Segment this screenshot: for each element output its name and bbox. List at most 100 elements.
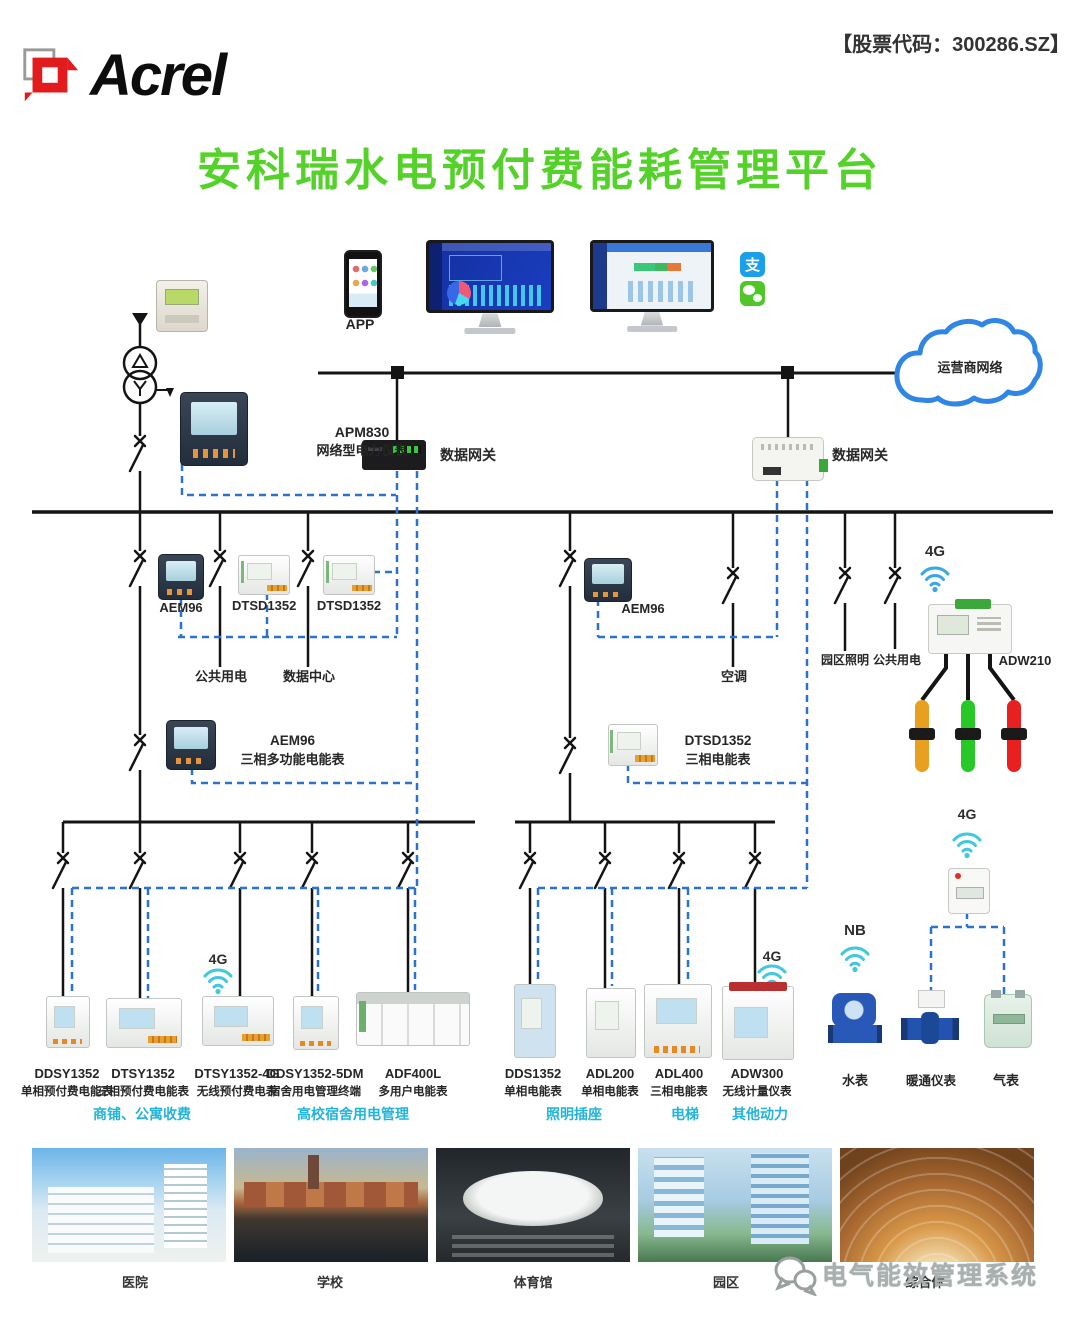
device-lcd [734,1007,769,1038]
ddsy1352-5dm-device [293,996,339,1050]
screen-bars [628,281,694,303]
device-stripe [325,560,329,583]
building-shape [47,1186,155,1253]
dtsd-1-label: DTSD1352 [232,598,297,613]
meter-dial [832,993,876,1027]
ct-probe-red [1001,700,1027,772]
alipay-icon: 支 [740,252,765,277]
logo-text: Acrel [90,43,227,108]
meter-desc: 单相电能表 [581,1085,639,1098]
stock-code: 【股票代码：300286.SZ】 [832,34,1070,56]
device-terminals [351,584,372,591]
building-photo-stadium [436,1148,630,1262]
adw210-label: ADW210 [998,653,1052,668]
wifi-icon-collector [952,832,982,860]
probe-clamp [955,728,981,740]
watermark-text: 电气能效管理系统 [822,1262,1039,1290]
cloud-shape [894,318,1043,407]
meter-desc: 宿舍用电管理终端 [269,1085,361,1098]
meter-label-adl200: ADL200 单相电能表 [555,1066,665,1100]
screen-pie [447,280,472,305]
wechat-watermark-icon [774,1256,817,1296]
device-lcd [214,1005,249,1027]
meter-model: DDSY1352-5DM [266,1066,364,1081]
device-buttons [175,758,207,765]
aem96-device-1 [158,554,204,600]
meter-label-adw300: ADW300 无线计量仪表 [702,1066,812,1100]
screen-bars [448,285,544,306]
data-gateway-right-device [752,437,828,481]
wifi-icon-dtsy4g [203,968,233,996]
building-label-complex: 综合体 [905,1275,945,1290]
building-label-stadium: 体育馆 [513,1275,553,1290]
building-photo-complex [840,1148,1034,1262]
meter-label-adf400l: ADF400L 多用户电能表 [358,1066,468,1100]
gateway-vents [761,444,815,450]
device-terminals [266,584,287,591]
meter-desc: 单相电能表 [504,1085,562,1098]
device-terminals [654,1045,701,1053]
aem96-device-2 [584,558,632,602]
gateway-led [368,447,382,451]
category-elevator: 电梯 [671,1106,699,1122]
device-desc: 三相多功能电能表 [240,751,345,767]
dashboard-monitor-1 [426,240,554,334]
device-screen [190,402,238,436]
category-shops-apartments: 商铺、公寓收费 [93,1106,191,1122]
meter-pipe [828,1025,882,1043]
dashboard-monitor-2 [590,240,714,332]
building-photo-park [638,1148,832,1262]
category-dormitory: 高校宿舍用电管理 [297,1106,409,1122]
device-lcd [937,615,969,635]
feeder-public-label: 公共用电 [194,669,247,684]
building-shape [243,1182,419,1208]
ddsy1352-device [46,996,90,1048]
wechat-icon [740,281,765,306]
device-lcd [332,562,357,581]
meter-desc: 无线预付费电表 [196,1085,278,1098]
device-buttons [593,591,623,597]
meter-desc: 多用户电能表 [378,1085,448,1098]
meter-model: DTSY1352 [111,1066,175,1081]
feeder-public-2-label: 公共用电 [872,653,921,667]
aem96-3-label: AEM96 三相多功能电能表 [225,732,360,768]
water-nb-badge: NB [844,922,866,939]
cloud-label: 运营商网络 [937,360,1003,375]
probe-clamp [909,728,935,740]
device-lcd [301,1006,324,1030]
building-label-hospital: 医院 [121,1275,148,1290]
apm830-device [180,392,248,466]
device-terminal-block [955,599,991,609]
gateway-left-label: 数据网关 [440,447,496,463]
meter-desc: 无线计量仪表 [722,1085,792,1098]
device-model: DTSD1352 [684,733,752,748]
meter-desc: 三相电能表 [650,1085,708,1098]
phone-screen [349,259,377,307]
device-stripe [610,729,614,753]
hvac-meter-label: 暖通仪表 [905,1074,956,1088]
aem96-1-label: AEM96 [159,600,203,615]
acrel-logo: Acrel [18,42,227,109]
screen-header [607,243,711,253]
meter-desc: 单相预付费电能表 [21,1085,113,1098]
acrel-logo-icon [23,47,79,101]
screen-blocks [634,262,682,271]
meter-desc: 三相预付费电能表 [97,1085,189,1098]
dtsd1352-device-1 [238,555,290,595]
wifi-icon-adw210 [920,566,950,594]
device-lcd [616,732,641,751]
water-meter-label: 水表 [841,1073,868,1088]
page-title: 安科瑞水电预付费能耗管理平台 [197,146,883,195]
building-shape [163,1163,207,1249]
meter-screen [993,1013,1025,1024]
wireless-collector-device [948,868,990,914]
monitor-screen [426,240,554,314]
meter-label-ddsy1352: DDSY1352 单相预付费电能表 [12,1066,122,1100]
gas-meter-label: 气表 [992,1073,1019,1088]
collector-led [955,873,961,879]
feeder-ac-label: 空调 [720,669,747,684]
screen-chart [448,255,502,282]
hvac-meter-device [901,990,959,1046]
meter-terminals [165,315,199,323]
